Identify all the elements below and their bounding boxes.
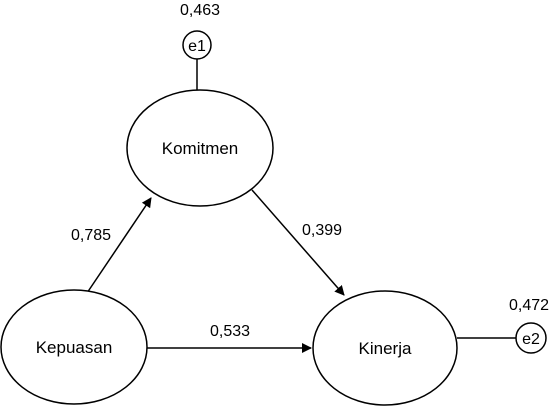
komitmen-node	[126, 89, 274, 207]
kinerja-label: Kinerja	[359, 339, 412, 358]
arrow-komitmen-kinerja	[251, 189, 345, 296]
e2-circle	[515, 322, 547, 354]
e1-label: e1	[188, 38, 206, 55]
e2-value: 0,472	[509, 297, 549, 314]
coef-komitmen-kinerja: 0,399	[302, 222, 342, 239]
e1-value: 0,463	[180, 2, 220, 19]
arrow-kepuasan-komitmen	[86, 197, 152, 294]
kepuasan-label: Kepuasan	[36, 338, 113, 357]
kepuasan-node	[0, 289, 148, 405]
coef-kepuasan-kinerja: 0,533	[210, 323, 250, 340]
kinerja-node	[312, 290, 458, 406]
e1-circle	[182, 30, 212, 60]
e2-label: e2	[522, 331, 540, 348]
coef-kepuasan-komitmen: 0,785	[71, 227, 111, 244]
komitmen-label: Komitmen	[162, 139, 239, 158]
